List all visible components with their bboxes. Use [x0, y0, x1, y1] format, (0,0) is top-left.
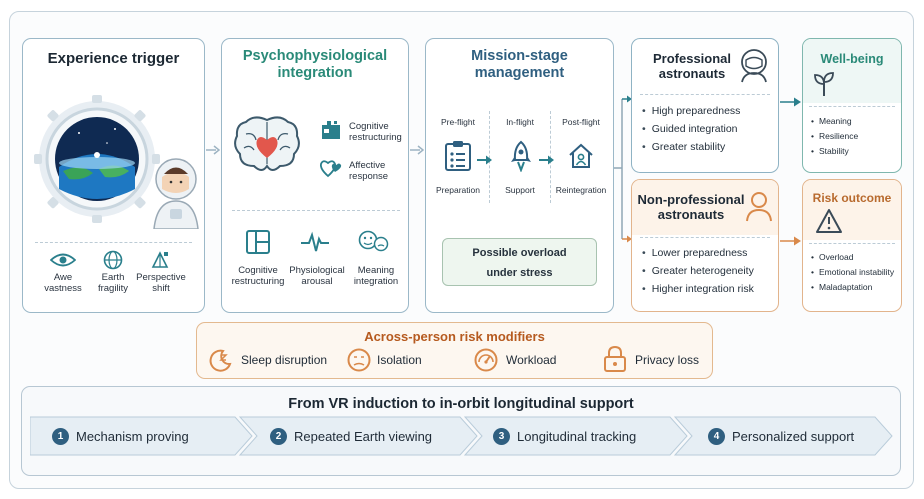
warning-icon	[815, 208, 843, 234]
step-1-label: Mechanism proving	[76, 429, 189, 444]
psycho-divider	[232, 210, 400, 211]
branch-connector	[614, 95, 634, 250]
lock-icon	[603, 345, 627, 373]
stage-label-reintegration: Reintegration	[555, 185, 607, 195]
professional-divider	[640, 94, 770, 95]
hearts-icon	[319, 157, 343, 179]
step-1-number: 1	[52, 428, 69, 445]
phase-preflight: Pre-flight	[440, 117, 475, 127]
wellbeing-header-bg	[803, 39, 901, 103]
checklist-icon	[444, 140, 472, 172]
wellbeing-panel: Well-being Meaning Resilience Stability	[802, 38, 902, 173]
mission-divider-1	[489, 111, 490, 203]
stage-label-preparation: Preparation	[436, 185, 480, 195]
risk-outcome-title: Risk outcome	[812, 191, 892, 205]
nonprofessional-header-bg	[632, 180, 778, 235]
roadmap-title: From VR induction to in-orbit longitudin…	[288, 396, 634, 412]
pulse-icon	[300, 231, 330, 253]
faces-icon	[357, 229, 389, 253]
wellbeing-bullet-1: Meaning	[811, 116, 852, 127]
mission-divider-2	[550, 111, 551, 203]
arrow-to-risk	[780, 233, 802, 251]
modifiers-panel: Across-person risk modifiers Sleep disru…	[196, 322, 713, 379]
gauge-icon	[473, 347, 499, 373]
arrow-psycho-to-mission	[410, 142, 425, 160]
step-2-label: Repeated Earth viewing	[294, 429, 433, 444]
step-3-label: Longitudinal tracking	[517, 429, 637, 444]
person-icon	[745, 190, 773, 222]
risk-divider	[809, 243, 895, 244]
nonprofessional-bullet-1: Lower preparedness	[642, 247, 748, 260]
risk-bullet-2: Emotional instability	[811, 267, 894, 278]
perspective-icon	[150, 250, 170, 270]
risk-bullet-3: Maladaptation	[811, 282, 872, 293]
wellbeing-divider	[809, 106, 895, 107]
layout-icon	[245, 229, 271, 255]
step-4-label: Personalized support	[732, 429, 855, 444]
step-3-number: 3	[493, 428, 510, 445]
sprout-icon	[813, 71, 835, 97]
nonprofessional-bullet-2: Greater heterogeneity	[642, 265, 754, 278]
professional-bullet-3: Greater stability	[642, 141, 726, 154]
rocket-icon	[508, 140, 534, 172]
risk-outcome-panel: Risk outcome Overload Emotional instabil…	[802, 179, 902, 312]
astronaut-helmet-icon	[738, 47, 770, 83]
experience-divider	[35, 242, 192, 243]
professional-bullet-2: Guided integration	[642, 123, 738, 136]
eye-icon	[50, 252, 76, 268]
home-icon	[567, 142, 595, 170]
isolation-icon	[346, 347, 372, 373]
nonprofessional-bullet-3: Higher integration risk	[642, 283, 754, 296]
stage-label-support: Support	[505, 185, 535, 195]
experience-trigger-title: Experience trigger	[47, 50, 180, 67]
experience-trigger-panel: Experience trigger	[22, 38, 205, 313]
modifiers-title: Across-person risk modifiers	[364, 329, 545, 344]
brain-heart-icon	[232, 114, 302, 176]
risk-bullet-1: Overload	[811, 252, 854, 263]
earth-window-icon	[29, 89, 199, 229]
professional-bullet-1: High preparedness	[642, 105, 741, 118]
puzzle-icon	[320, 119, 342, 141]
phase-postflight: Post-flight	[562, 117, 600, 127]
modifier-workload-label: Workload	[506, 353, 557, 367]
modifier-sleep-label: Sleep disruption	[241, 353, 328, 367]
modifier-isolation-label: Isolation	[377, 353, 422, 367]
sleep-icon	[207, 347, 233, 373]
nonprofessional-divider	[640, 237, 770, 238]
wellbeing-bullet-2: Resilience	[811, 131, 858, 142]
modifier-privacy-label: Privacy loss	[635, 353, 700, 367]
stage-arrow-1	[477, 152, 493, 170]
step-2-number: 2	[270, 428, 287, 445]
wellbeing-bullet-3: Stability	[811, 146, 849, 157]
phase-inflight: In-flight	[506, 117, 534, 127]
step-4-number: 4	[708, 428, 725, 445]
risk-header-bg	[803, 180, 901, 240]
arrow-to-wellbeing	[780, 94, 802, 112]
stage-arrow-2	[539, 152, 555, 170]
roadmap-chevrons	[29, 416, 894, 461]
wellbeing-title: Well-being	[820, 52, 884, 66]
earth-icon	[103, 250, 123, 270]
arrow-experience-to-psycho	[206, 142, 221, 160]
